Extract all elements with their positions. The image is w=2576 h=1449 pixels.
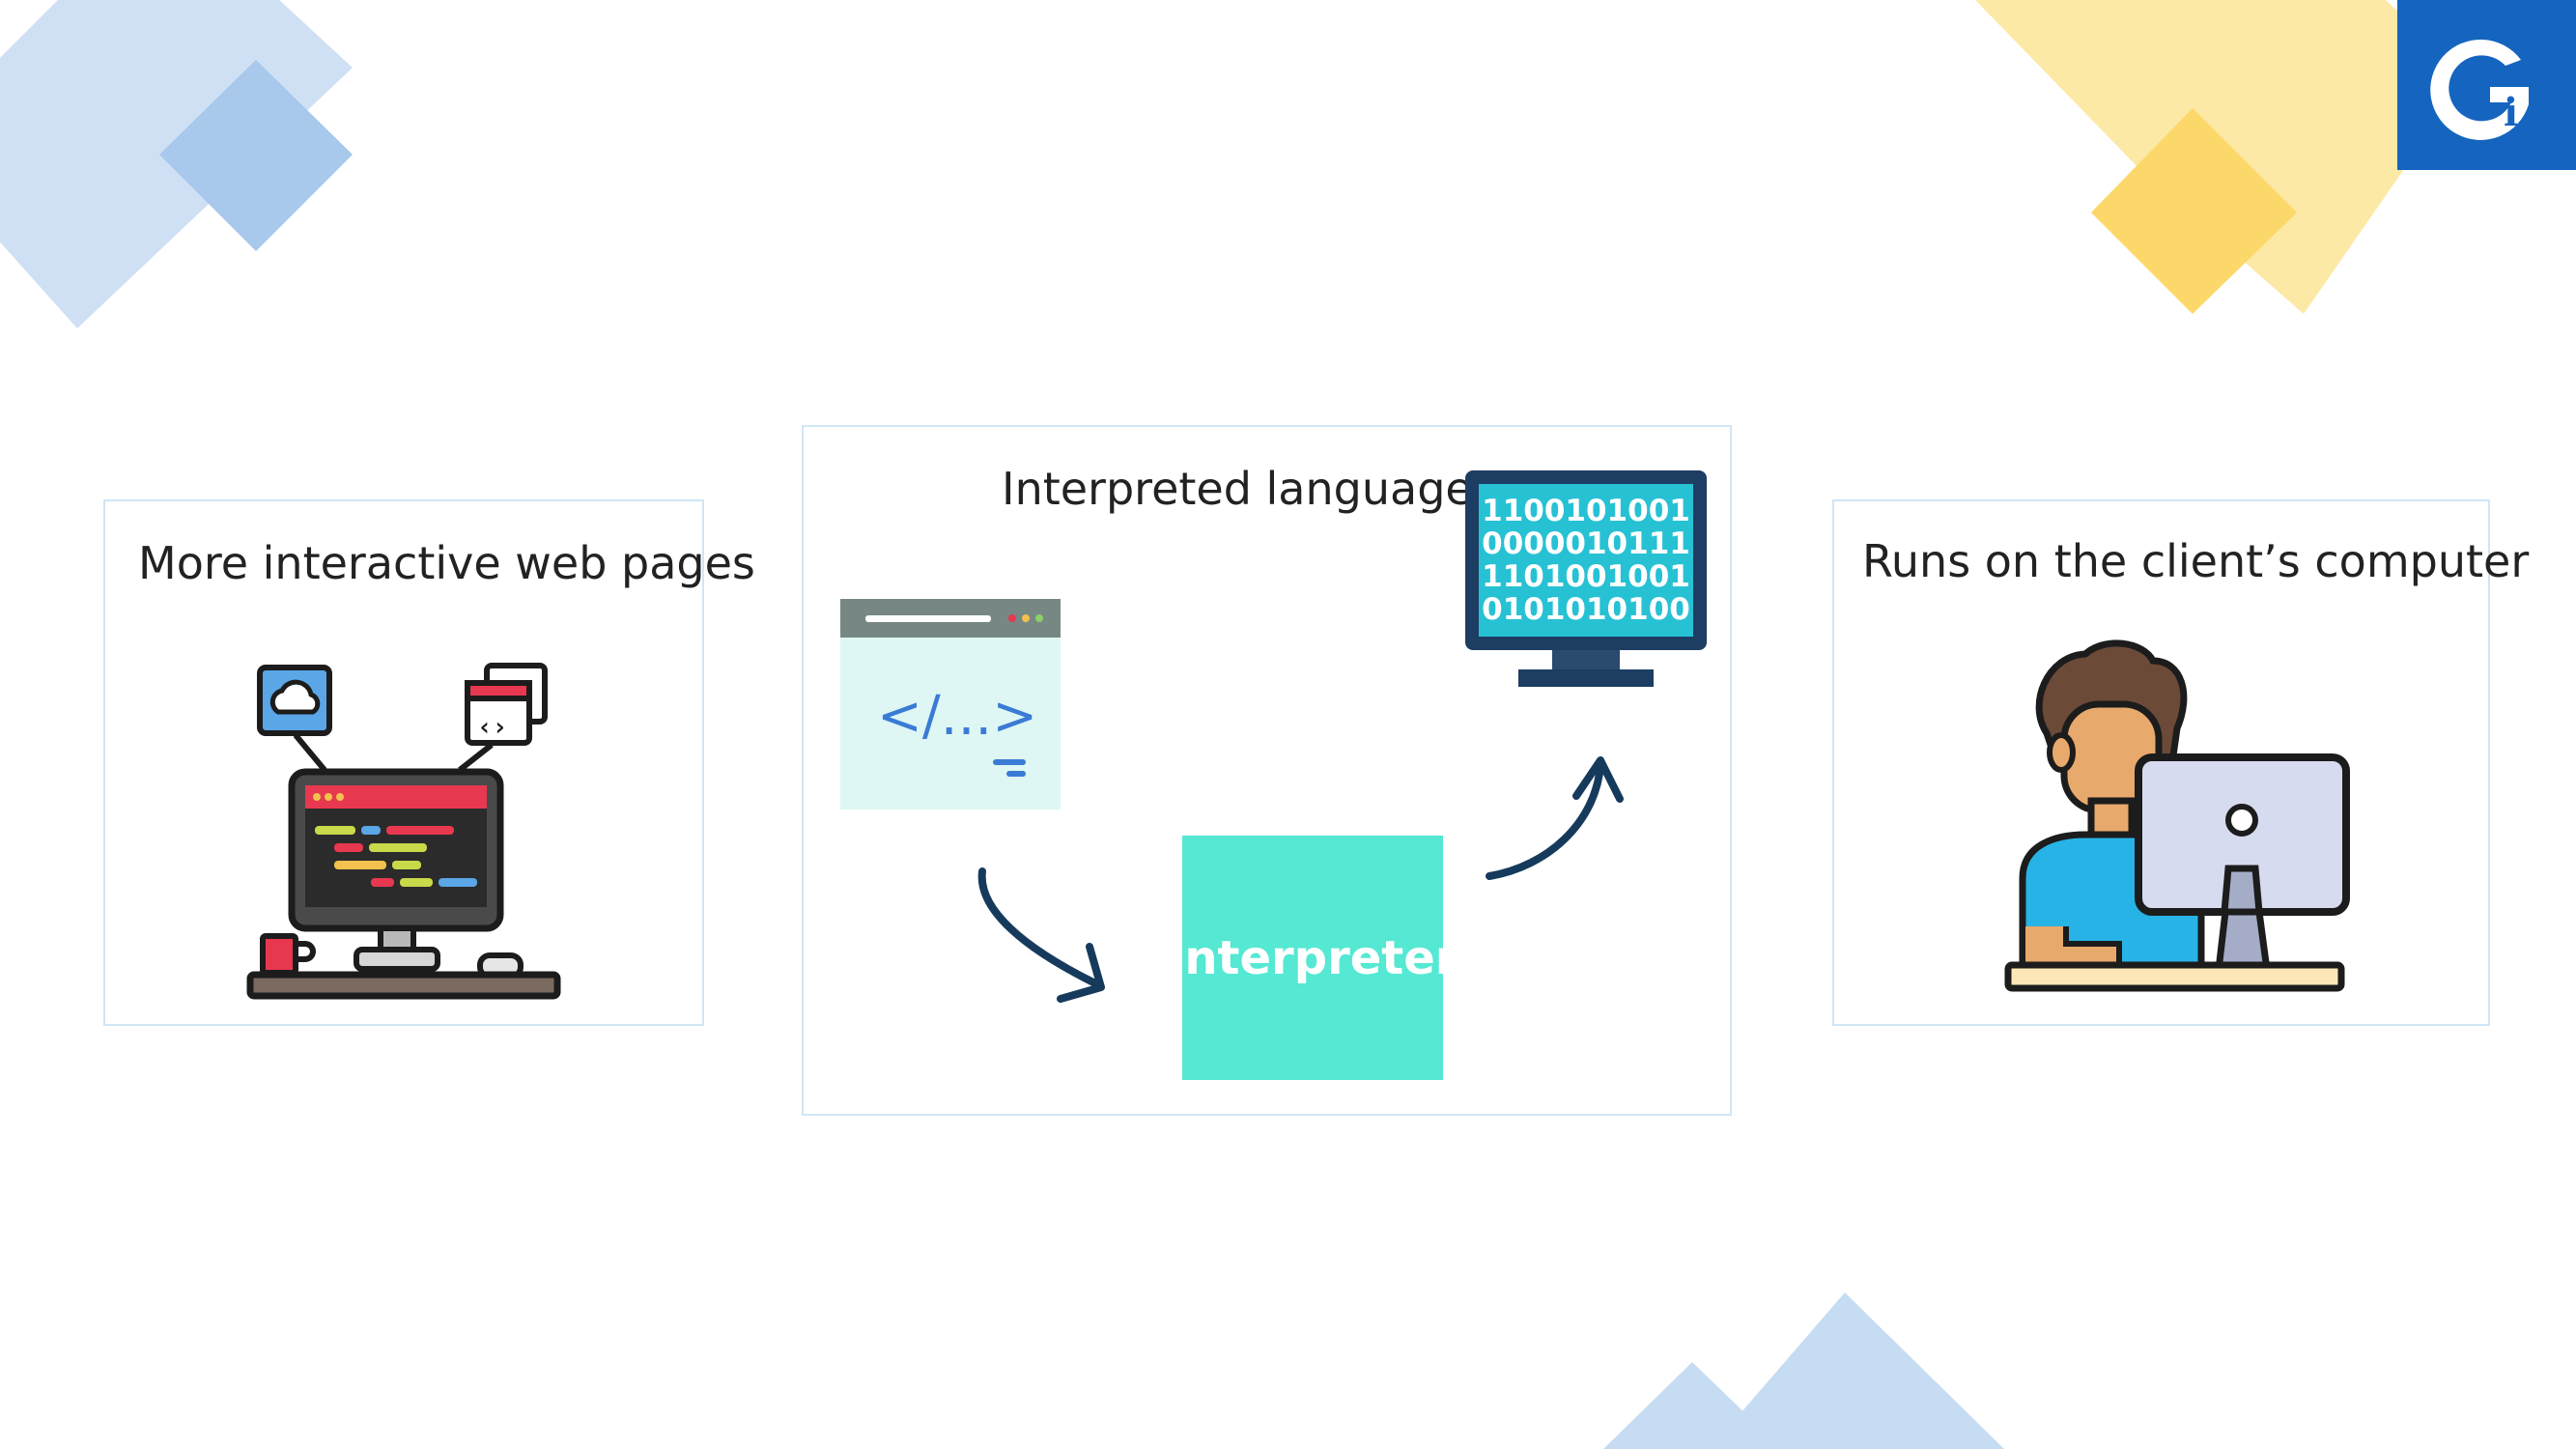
person-computer-icon bbox=[2004, 639, 2350, 992]
binary-monitor-icon: 1100101001 0000010111 1101001001 0101010… bbox=[1465, 470, 1707, 687]
logo: i bbox=[2397, 0, 2576, 170]
binary-line: 0000010111 bbox=[1482, 526, 1690, 561]
binary-line: 1101001001 bbox=[1482, 559, 1690, 594]
code-text: </...> bbox=[877, 685, 1037, 748]
interpreter-box: Interpreter bbox=[1168, 836, 1458, 1080]
card-title: Interpreted language bbox=[1002, 463, 1473, 515]
developer-desk-icon: ‹› bbox=[246, 663, 561, 1000]
binary-line: 1100101001 bbox=[1482, 494, 1690, 528]
binary-line: 0101010100 bbox=[1482, 592, 1690, 627]
deco-diamond-top-right-small bbox=[2091, 108, 2297, 314]
svg-text:i: i bbox=[2504, 90, 2518, 135]
deco-diamond-bottom-small bbox=[1603, 1362, 1782, 1449]
deco-diamond-top-left-small bbox=[159, 60, 353, 251]
deco-diamond-bottom-large bbox=[1710, 1293, 2004, 1449]
card-title: Runs on the client’s computer bbox=[1862, 535, 2530, 587]
card-runs-on-client: Runs on the client’s computer bbox=[1832, 499, 2529, 1026]
arrow-to-interpreter bbox=[977, 867, 1105, 1003]
card-title: More interactive web pages bbox=[138, 537, 755, 589]
card-interpreted-language: Interpreted language </...> 1100101001 0… bbox=[802, 425, 1732, 1116]
arrow-to-machine-code bbox=[1486, 756, 1624, 880]
interpreter-label: Interpreter bbox=[1167, 930, 1458, 985]
code-window-icon: </...> bbox=[840, 599, 1061, 810]
card-interactive-web-pages: More interactive web pages ‹› bbox=[103, 499, 755, 1026]
logo-mark: i bbox=[2430, 39, 2529, 140]
svg-text:‹›: ‹› bbox=[477, 713, 507, 742]
